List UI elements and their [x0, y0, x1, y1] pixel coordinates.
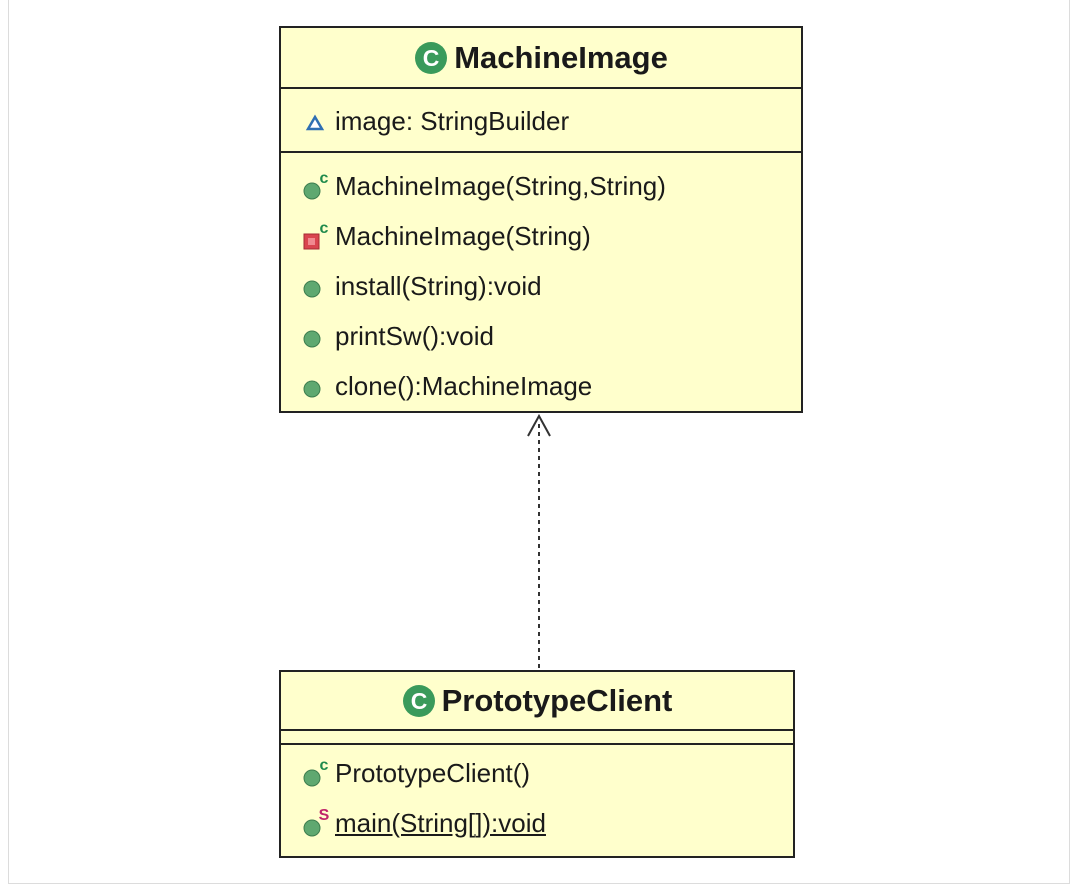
- method-label: printSw():void: [335, 320, 494, 351]
- method-row[interactable]: c MachineImage(String): [281, 211, 801, 261]
- svg-text:C: C: [410, 688, 427, 714]
- method-row[interactable]: install(String):void: [281, 261, 801, 311]
- methods-section: c MachineImage(String,String) c MachineI…: [281, 153, 801, 411]
- class-header: C PrototypeClient: [281, 672, 793, 731]
- class-machineimage[interactable]: C MachineImage image: StringBuilder c Ma…: [279, 26, 803, 413]
- method-row[interactable]: c MachineImage(String,String): [281, 161, 801, 211]
- fields-section: [281, 731, 793, 745]
- field-label: image: StringBuilder: [335, 105, 570, 136]
- class-name: MachineImage: [454, 39, 668, 75]
- class-icon: C: [402, 684, 435, 717]
- public-constructor-icon: c: [303, 757, 329, 787]
- method-row[interactable]: clone():MachineImage: [281, 361, 801, 411]
- public-static-method-icon: S: [303, 807, 330, 837]
- methods-section: c PrototypeClient() S main(String[]):voi…: [281, 745, 793, 848]
- method-label: install(String):void: [335, 270, 542, 301]
- class-icon: C: [415, 41, 448, 74]
- field-row[interactable]: image: StringBuilder: [281, 96, 801, 146]
- svg-text:c: c: [320, 220, 329, 237]
- svg-text:c: c: [320, 170, 329, 187]
- method-label: main(String[]):void: [335, 807, 546, 838]
- method-row[interactable]: printSw():void: [281, 311, 801, 361]
- package-field-icon: [305, 114, 325, 131]
- fields-section: image: StringBuilder: [281, 89, 801, 153]
- class-prototypeclient[interactable]: C PrototypeClient c PrototypeClient() S …: [279, 670, 795, 858]
- method-row[interactable]: S main(String[]):void: [281, 798, 793, 848]
- method-row[interactable]: c PrototypeClient(): [281, 748, 793, 798]
- public-method-icon: [303, 280, 321, 298]
- class-header: C MachineImage: [281, 28, 801, 89]
- method-label: MachineImage(String,String): [335, 170, 666, 201]
- public-constructor-icon: c: [303, 170, 329, 200]
- method-label: clone():MachineImage: [335, 370, 593, 401]
- public-method-icon: [303, 380, 321, 398]
- method-label: MachineImage(String): [335, 220, 591, 251]
- svg-text:S: S: [319, 807, 330, 824]
- private-constructor-icon: c: [303, 220, 329, 250]
- diagram-frame: [8, 0, 1070, 884]
- method-label: PrototypeClient(): [335, 757, 531, 788]
- class-name: PrototypeClient: [441, 682, 673, 718]
- svg-text:C: C: [423, 45, 440, 71]
- public-method-icon: [303, 330, 321, 348]
- svg-text:c: c: [320, 757, 329, 774]
